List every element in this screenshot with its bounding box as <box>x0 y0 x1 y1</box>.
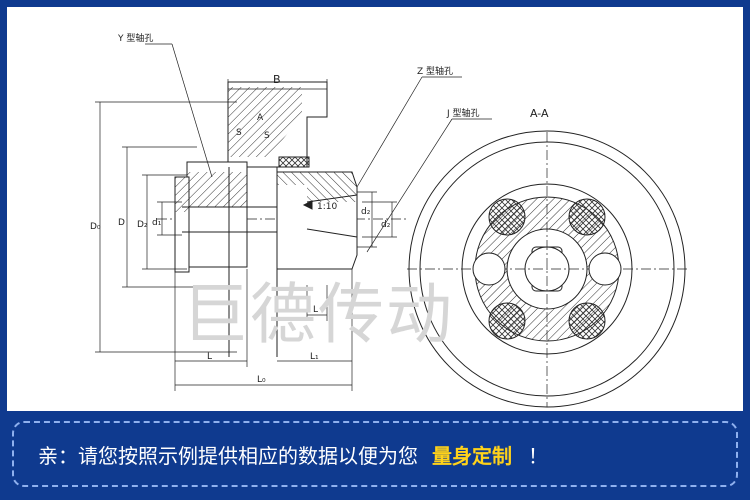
front-view <box>407 130 687 408</box>
label-z-hole: Z 型轴孔 <box>417 65 453 77</box>
label-L: L <box>207 352 212 362</box>
coupling-drawing: 巨德传动 Y 型轴孔 Z 型轴孔 J 型轴孔 A-A B A S S 1:10 … <box>90 32 687 408</box>
label-d2: d₂ <box>361 207 371 217</box>
label-L0: L₀ <box>257 375 266 385</box>
label-L1: L₁ <box>310 352 319 362</box>
label-S2: S <box>264 131 270 141</box>
banner-message: 亲：请您按照示例提供相应的数据以便为您 <box>38 443 418 468</box>
banner-highlight: 量身定制 <box>432 443 512 468</box>
label-D: D <box>118 218 125 228</box>
drawing-panel: 巨德传动 Y 型轴孔 Z 型轴孔 J 型轴孔 A-A B A S S 1:10 … <box>7 7 743 411</box>
side-view <box>157 81 407 357</box>
label-j-hole: J 型轴孔 <box>446 107 480 119</box>
label-dz: d₂ <box>381 220 391 230</box>
label-D2: D₂ <box>137 220 148 230</box>
dimension-lines <box>95 43 492 391</box>
banner-text-row: 亲：请您按照示例提供相应的数据以便为您 量身定制 ！ <box>14 423 736 485</box>
label-B: B <box>273 73 281 86</box>
watermark: 巨德传动 <box>182 276 454 353</box>
banner-exclamation: ！ <box>528 443 548 468</box>
label-L-small: L <box>313 305 318 315</box>
banner: 亲：请您按照示例提供相应的数据以便为您 量身定制 ！ <box>12 421 738 487</box>
label-S1: S <box>236 128 242 138</box>
label-y-hole: Y 型轴孔 <box>117 32 153 44</box>
label-D0: D₀ <box>90 222 101 232</box>
label-section: A-A <box>530 107 549 120</box>
label-d1: d₁ <box>152 218 162 228</box>
label-A: A <box>257 113 264 123</box>
label-taper: 1:10 <box>317 202 337 212</box>
